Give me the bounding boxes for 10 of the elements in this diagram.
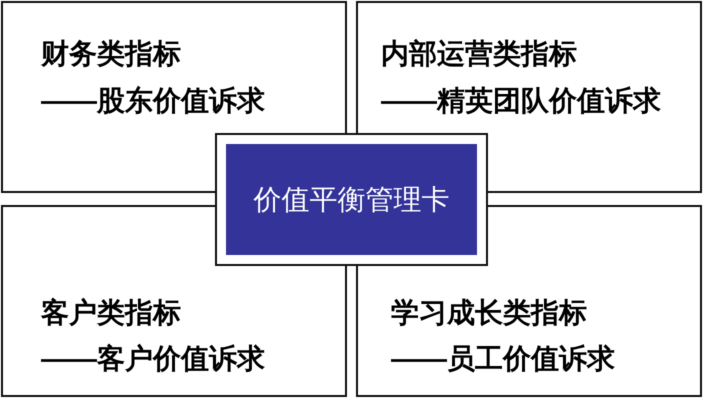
center-title: 价值平衡管理卡 <box>252 182 450 216</box>
subheading-text: ——股东价值诉求 <box>41 84 265 118</box>
subheading-text: ——精英团队价值诉求 <box>381 84 661 118</box>
heading-text: 客户类指标 <box>41 296 181 330</box>
heading-text: 内部运营类指标 <box>381 37 577 71</box>
heading-text: 学习成长类指标 <box>391 296 587 330</box>
heading-text: 财务类指标 <box>41 37 181 71</box>
center-frame <box>215 133 488 266</box>
subheading-text: ——员工价值诉求 <box>391 342 615 376</box>
subheading-text: ——客户价值诉求 <box>41 342 265 376</box>
